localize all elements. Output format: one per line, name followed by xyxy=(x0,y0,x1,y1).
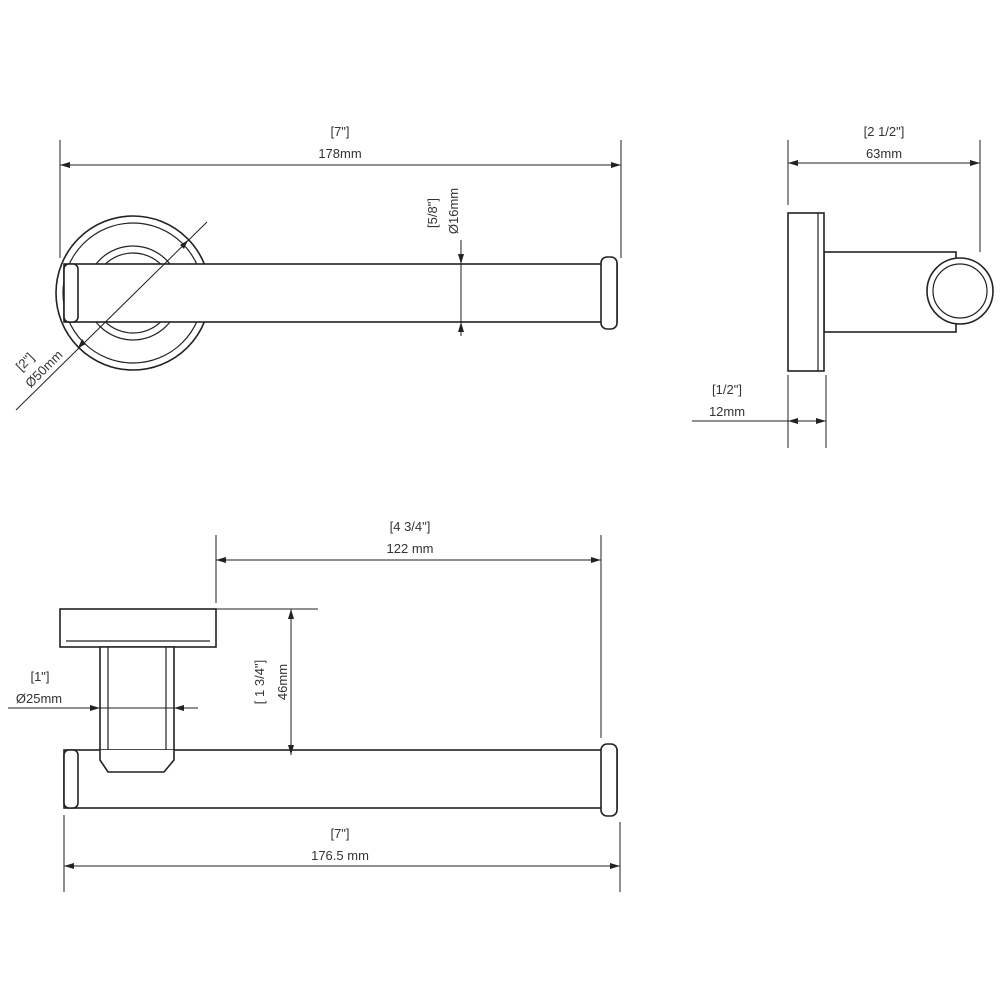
bar-dia-metric-label: Ø16mm xyxy=(446,188,461,234)
reach-metric-label: 122 mm xyxy=(387,541,434,556)
arrowhead xyxy=(970,160,980,166)
front-view: [4 3/4"] 122 mm [ 1 3/4"] 46mm [1"] Ø25m… xyxy=(8,519,621,892)
front-post-neck xyxy=(99,750,175,773)
arrowhead xyxy=(610,863,620,869)
front-width-imperial-label: [7"] xyxy=(330,826,349,841)
projection-imperial-label: [ 1 3/4"] xyxy=(252,660,267,704)
arrowhead xyxy=(180,240,188,249)
side-bar-inner-circle xyxy=(932,263,988,319)
side-view: [2 1/2"] 63mm [1/2"] 12mm xyxy=(692,124,994,448)
width-metric-label: 178mm xyxy=(318,146,361,161)
arrowhead xyxy=(816,418,826,424)
bar-dia-imperial-label: [5/8"] xyxy=(425,198,440,228)
top-view: [7"] 178mm [5/8"] Ø16mm [2"] Ø50mm xyxy=(13,124,622,411)
post-dia-metric-label: Ø25mm xyxy=(16,691,62,706)
arrowhead xyxy=(788,160,798,166)
arrowhead xyxy=(90,705,100,711)
projection-metric-label: 46mm xyxy=(275,664,290,700)
side-bar-outer-circle xyxy=(926,257,994,325)
arrowhead xyxy=(60,162,70,168)
bar-left-cap xyxy=(63,263,79,323)
post-dia-imperial-label: [1"] xyxy=(30,669,49,684)
width-imperial-label: [7"] xyxy=(330,124,349,139)
depth-imperial-label: [2 1/2"] xyxy=(864,124,905,139)
arrowhead xyxy=(288,745,294,755)
depth-metric-label: 63mm xyxy=(866,146,902,161)
front-bar-left-cap xyxy=(63,749,79,809)
arrowhead xyxy=(174,705,184,711)
bar-right-cap xyxy=(600,256,618,330)
flange-dia-dim-line xyxy=(15,221,208,411)
front-bar-right-cap xyxy=(600,743,618,817)
arrowhead xyxy=(216,557,226,563)
arrowhead xyxy=(288,609,294,619)
arrowhead xyxy=(458,322,464,332)
arrowhead xyxy=(78,339,86,348)
arrowhead xyxy=(458,254,464,264)
thickness-imperial-label: [1/2"] xyxy=(712,382,742,397)
arrowhead xyxy=(788,418,798,424)
thickness-metric-label: 12mm xyxy=(709,404,745,419)
arrowhead xyxy=(611,162,621,168)
arrowhead xyxy=(591,557,601,563)
arrowhead xyxy=(64,863,74,869)
reach-imperial-label: [4 3/4"] xyxy=(390,519,431,534)
front-width-metric-label: 176.5 mm xyxy=(311,848,369,863)
bar-body xyxy=(63,263,618,323)
